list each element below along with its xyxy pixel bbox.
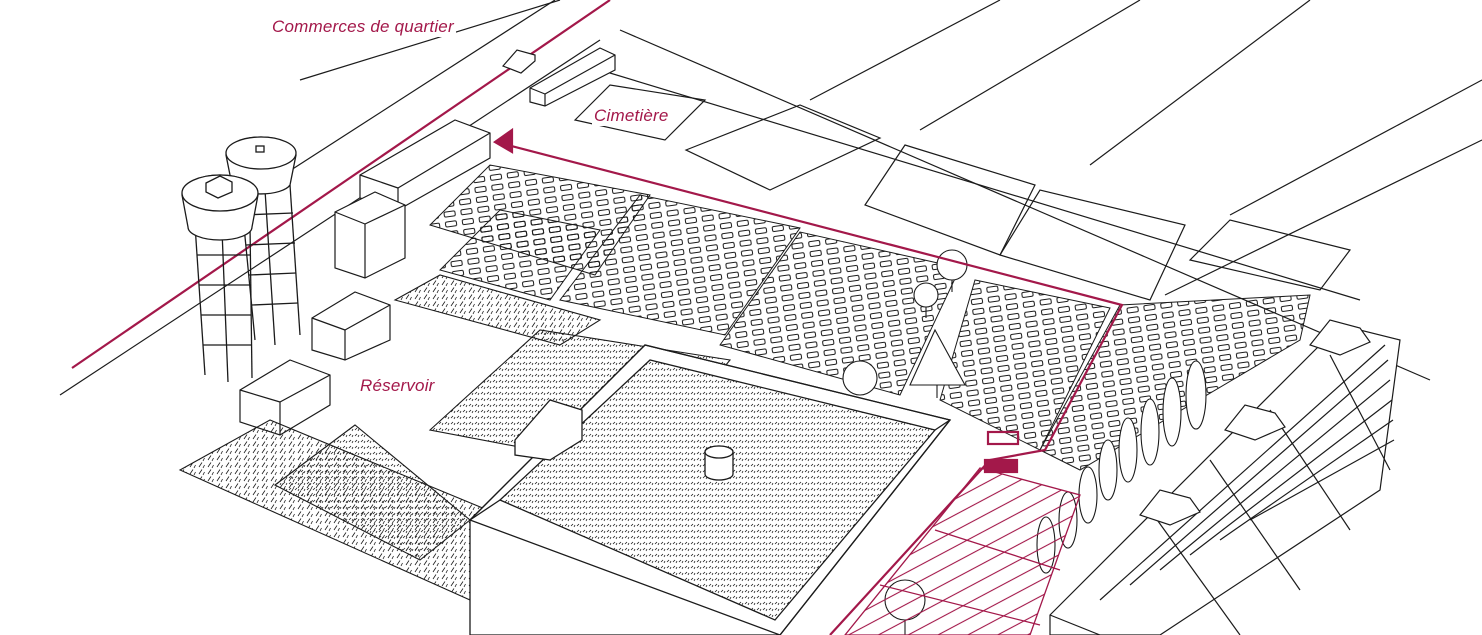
reservoir-buildings [239,119,491,436]
street-grid [59,0,1482,396]
water-towers [181,136,301,383]
label-cimetiere: Cimetière [592,106,671,126]
city-block [573,84,707,141]
housing-block [1049,319,1401,635]
hatched-parcel [844,467,1081,635]
grave-section [939,279,1111,451]
label-commerces-de-quartier: Commerces de quartier [270,17,456,37]
city-block [684,104,882,191]
tree [936,249,968,281]
tree [842,360,878,396]
label-reservoir: Réservoir [358,376,437,396]
covered-reservoir [468,344,952,635]
city-block [999,189,1186,301]
car-icon [501,49,536,74]
roof-dormer [1138,489,1201,526]
city-block [864,144,1036,256]
site-boundary [492,127,1124,635]
water-tower-back [225,136,301,346]
water-tower-front [181,174,259,383]
roof-dormer [1223,404,1286,441]
grave-section [439,209,601,301]
tree [1162,377,1182,447]
tree [1078,466,1098,524]
neighborhood-shops [501,47,616,107]
tree [913,282,939,308]
roof-dormer [1308,319,1371,356]
tree [1140,398,1160,466]
direction-arrow [492,127,514,154]
grave-section [559,194,801,336]
tree [1185,360,1207,430]
tree [1098,439,1118,501]
tree [1118,417,1138,483]
city-block [1188,219,1352,291]
cemetery [429,164,1311,471]
